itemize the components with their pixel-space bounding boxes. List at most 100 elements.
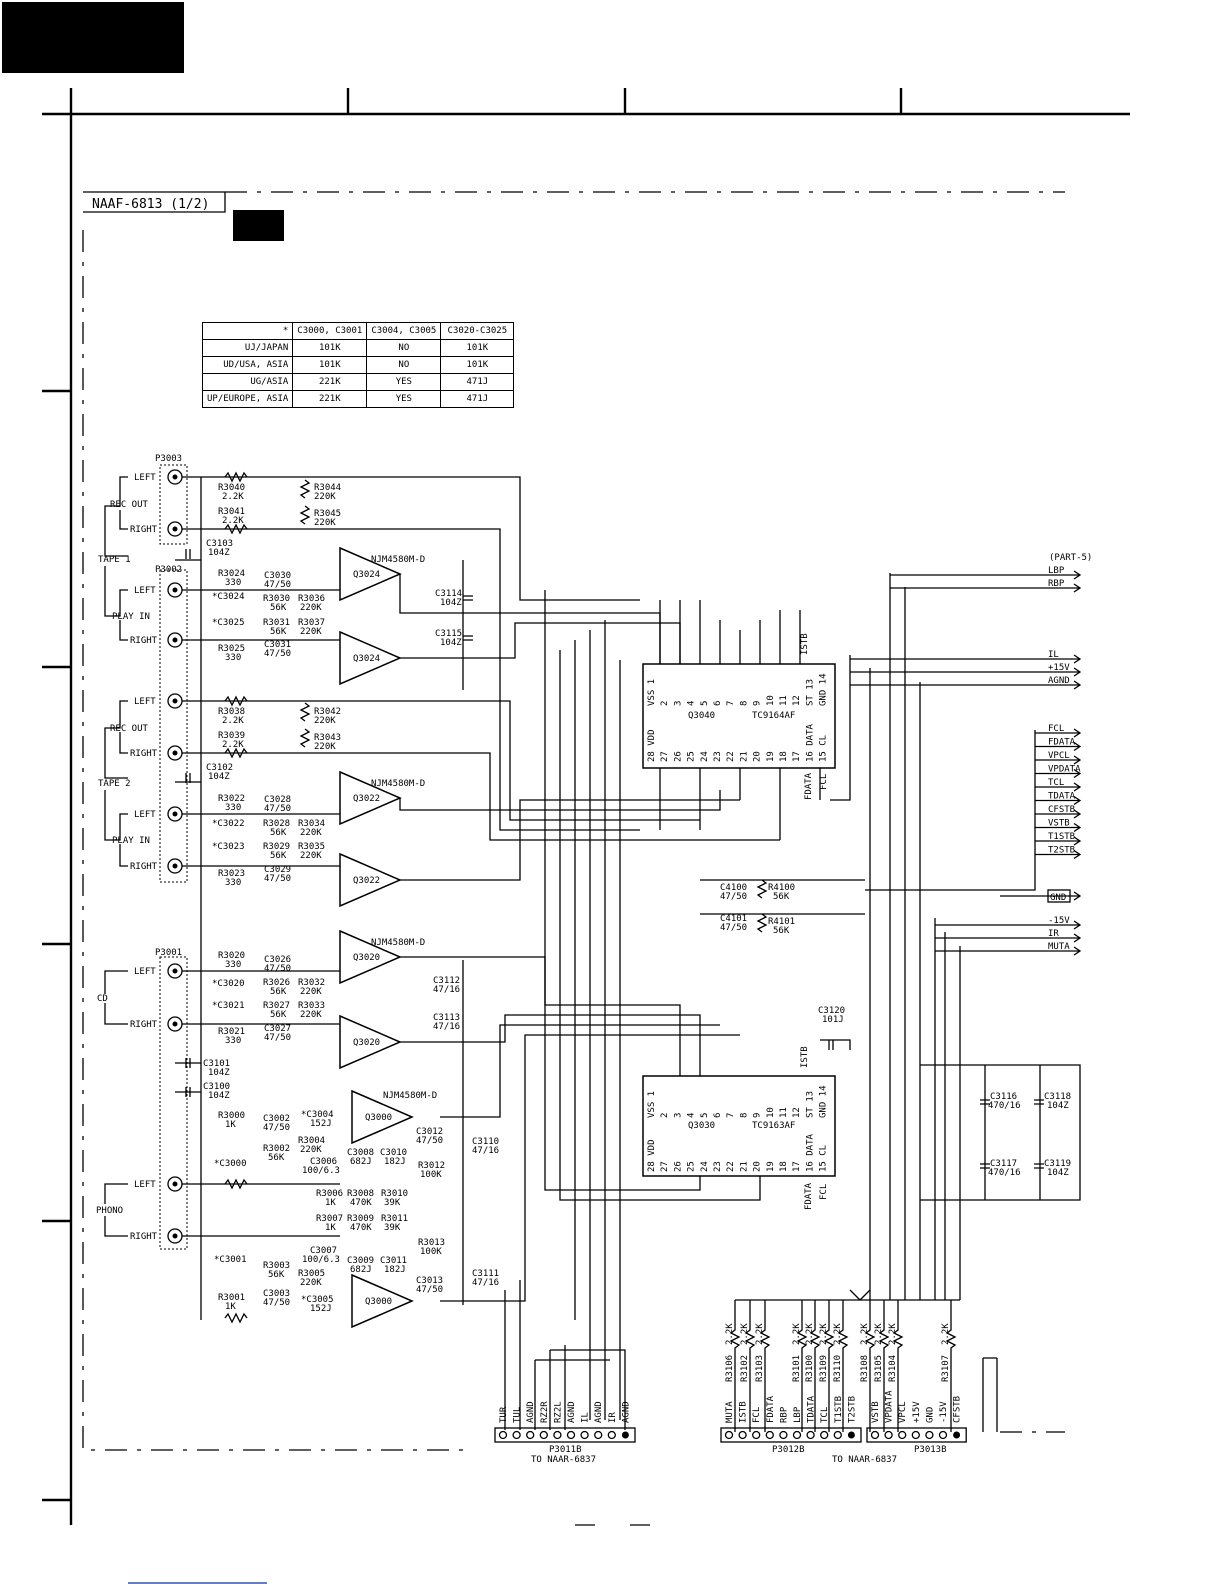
section-marker-block — [233, 210, 284, 241]
capacitor-ref: C3110 — [472, 1137, 499, 1147]
connector-pin-label: AGND — [567, 1401, 577, 1423]
resistor-value: 100K — [420, 1170, 442, 1180]
jack-label-right: RIGHT — [130, 862, 158, 872]
signal-arrow — [1035, 849, 1082, 860]
jack-label-left: LEFT — [134, 810, 156, 820]
resistor-ref: R3028 — [263, 819, 290, 829]
signal-label: T1STB — [1048, 832, 1075, 842]
capacitor-ref: *C3024 — [212, 592, 245, 602]
jack-label-rec-out: REC OUT — [110, 724, 149, 734]
resistor-value: 2.2K — [792, 1323, 802, 1345]
opamp-q3022-label: Q3022 — [353, 876, 380, 886]
signal-label: IR — [1048, 929, 1059, 939]
resistor-value: 56K — [270, 828, 287, 838]
signal-arrow — [1035, 782, 1082, 792]
opamp-q3022-label: Q3022 — [353, 794, 380, 804]
capacitor-ref: C3011 — [380, 1256, 407, 1266]
ic-pin-label: 23 — [713, 1161, 723, 1172]
connector-pin — [898, 1430, 907, 1440]
capacitor-value: 47/50 — [264, 649, 291, 659]
opamp-q3024-label: Q3024 — [353, 654, 380, 664]
connector-pin — [833, 1430, 842, 1440]
resistor-value: 220K — [314, 742, 336, 752]
resistor-symbol — [892, 1300, 904, 1432]
capacitor-value: 47/50 — [416, 1136, 443, 1146]
capacitor-value: 682J — [350, 1265, 372, 1275]
capacitor-ref: C3112 — [433, 976, 460, 986]
variant-table-cell: 101K — [440, 356, 515, 374]
resistor-ref: R3037 — [298, 618, 325, 628]
ic-pin-label: 3 — [673, 1113, 683, 1118]
connector-p3011b-ref: P3011B — [549, 1445, 582, 1455]
jack-label-right: RIGHT — [130, 1232, 158, 1242]
capacitor-ref: C4101 — [720, 914, 747, 924]
variant-table-cell: 101K — [292, 356, 368, 374]
variant-table-cell: YES — [366, 373, 442, 391]
capacitor-value: 104Z — [208, 548, 230, 558]
ic-pin-label: 7 — [726, 701, 736, 706]
connector-pin — [779, 1430, 788, 1440]
capacitor-value: 47/16 — [433, 985, 460, 995]
resistor-symbol — [837, 1300, 849, 1432]
signal-gnd-label: GND — [1050, 893, 1066, 903]
ic-q3030-ref: Q3030 — [688, 1121, 715, 1131]
jack-label-left: LEFT — [134, 697, 156, 707]
variant-table-row: UG/ASIA 221K YES 471J — [201, 373, 515, 391]
resistor-value: 56K — [270, 987, 287, 997]
capacitor-value: 47/50 — [263, 1123, 290, 1133]
connector-pin-label: IR — [608, 1412, 618, 1423]
ic-pin-label: 25 — [687, 1161, 697, 1172]
capacitor-value: 104Z — [440, 598, 462, 608]
connector-pin — [806, 1430, 815, 1440]
ic-q3040-fcl: FCL — [819, 774, 829, 790]
variant-table-header: * — [201, 322, 294, 340]
connector-pin — [553, 1430, 562, 1440]
resistor-symbol — [823, 1300, 835, 1432]
resistor-value: 330 — [225, 1036, 241, 1046]
capacitor-ref: C3120 — [818, 1006, 845, 1016]
capacitor-ref: C3009 — [347, 1256, 374, 1266]
signal-label: VSTB — [1048, 819, 1070, 829]
opamp-part-label: NJM4580M-D — [371, 779, 425, 789]
signal-label: FCL — [1048, 724, 1064, 734]
connector-pin — [953, 1431, 961, 1439]
capacitor-value: 47/50 — [720, 923, 747, 933]
connector-pin — [765, 1430, 774, 1440]
connector-body — [720, 1427, 862, 1443]
jack-label-right: RIGHT — [130, 1020, 158, 1030]
connector-pin-label: FDATA — [766, 1395, 776, 1423]
capacitor-ref: C3028 — [264, 795, 291, 805]
ic-pin-label: 18 — [779, 751, 789, 762]
resistor-ref: R3029 — [263, 842, 290, 852]
variant-table-cell: NO — [366, 356, 442, 374]
ic-pin-label: 26 — [673, 751, 683, 762]
connector-pin — [884, 1430, 893, 1440]
capacitor-ref: C3113 — [433, 1013, 460, 1023]
jack-brackets — [104, 476, 128, 1237]
ground-jumper — [982, 1357, 998, 1432]
resistor-ref: R3001 — [218, 1293, 245, 1303]
ic-pin-label: 19 — [766, 751, 776, 762]
resistor-ref: R3007 — [316, 1214, 343, 1224]
resistor-ref: R3033 — [298, 1001, 325, 1011]
resistor-value: 220K — [300, 1145, 322, 1155]
capacitor-ref: C3007 — [310, 1246, 337, 1256]
capacitor-ref: *C3022 — [212, 819, 245, 829]
resistor-ref: R3021 — [218, 1027, 245, 1037]
capacitor-ref: C3027 — [264, 1024, 291, 1034]
resistor-value: 1K — [225, 1302, 236, 1312]
resistor-ref: R3010 — [381, 1189, 408, 1199]
ic-pin-label: VSS 1 — [647, 1091, 657, 1118]
resistor-value: 220K — [300, 1010, 322, 1020]
resistor-value: 330 — [225, 653, 241, 663]
variant-table-cell: 101K — [440, 339, 515, 357]
resistor-value: 39K — [384, 1198, 401, 1208]
ic-pin-label: 16 DATA — [805, 723, 815, 762]
connector-pin — [566, 1430, 576, 1440]
capacitor-ref: C3030 — [264, 571, 291, 581]
capacitor-ref: C3103 — [206, 539, 233, 549]
jack-label-right: RIGHT — [130, 749, 158, 759]
